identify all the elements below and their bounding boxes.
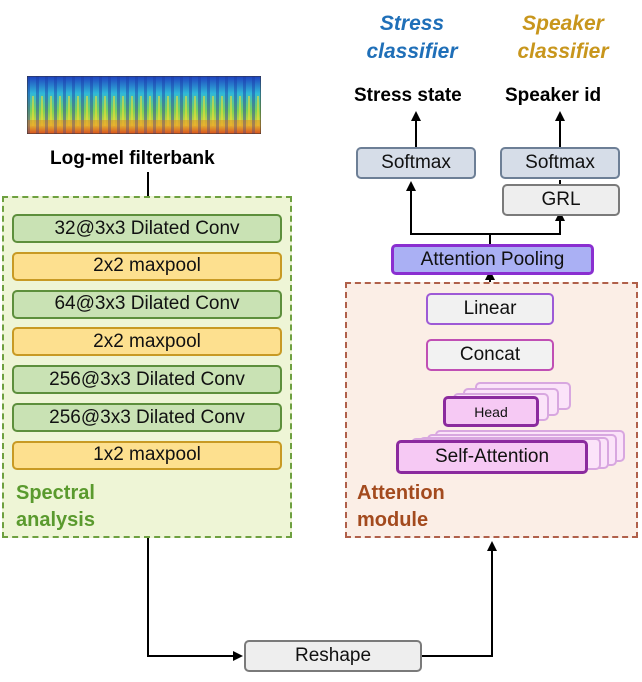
attention-module-title: Attention module xyxy=(357,482,445,531)
branch-line xyxy=(406,181,491,246)
arrow-spectral-to-reshape xyxy=(147,538,243,661)
arrow-reshape-to-attention xyxy=(422,541,497,657)
concat-node: Concat xyxy=(426,339,554,371)
self-attention-node: Self-Attention xyxy=(396,440,588,474)
maxpool-layer: 1x2 maxpool xyxy=(12,440,282,470)
input-label: Log-mel filterbank xyxy=(50,148,215,169)
stress-classifier-title: Stress classifier xyxy=(366,12,458,63)
maxpool-layer: 2x2 maxpool xyxy=(12,327,282,357)
stress-output-label: Stress state xyxy=(354,85,462,106)
reshape-node: Reshape xyxy=(244,640,422,672)
speaker-classifier-title: Speaker classifier xyxy=(517,12,609,63)
attention-pooling-node: Attention Pooling xyxy=(391,244,594,275)
conv-layer: 256@3x3 Dilated Conv xyxy=(12,365,282,395)
speaker-output-label: Speaker id xyxy=(505,85,602,106)
speaker-softmax-node: Softmax xyxy=(500,147,620,179)
conv-layer: 256@3x3 Dilated Conv xyxy=(12,403,282,432)
spectrogram-image xyxy=(27,76,261,134)
head-node: Head xyxy=(443,396,539,427)
spectral-title: Spectral analysis xyxy=(16,482,95,531)
branch-line xyxy=(490,211,565,235)
stress-softmax-node: Softmax xyxy=(356,147,476,179)
conv-layer: 32@3x3 Dilated Conv xyxy=(12,214,282,243)
conv-layer: 64@3x3 Dilated Conv xyxy=(12,289,282,319)
grl-node: GRL xyxy=(502,184,620,216)
linear-node: Linear xyxy=(426,293,554,325)
maxpool-layer: 2x2 maxpool xyxy=(12,251,282,281)
